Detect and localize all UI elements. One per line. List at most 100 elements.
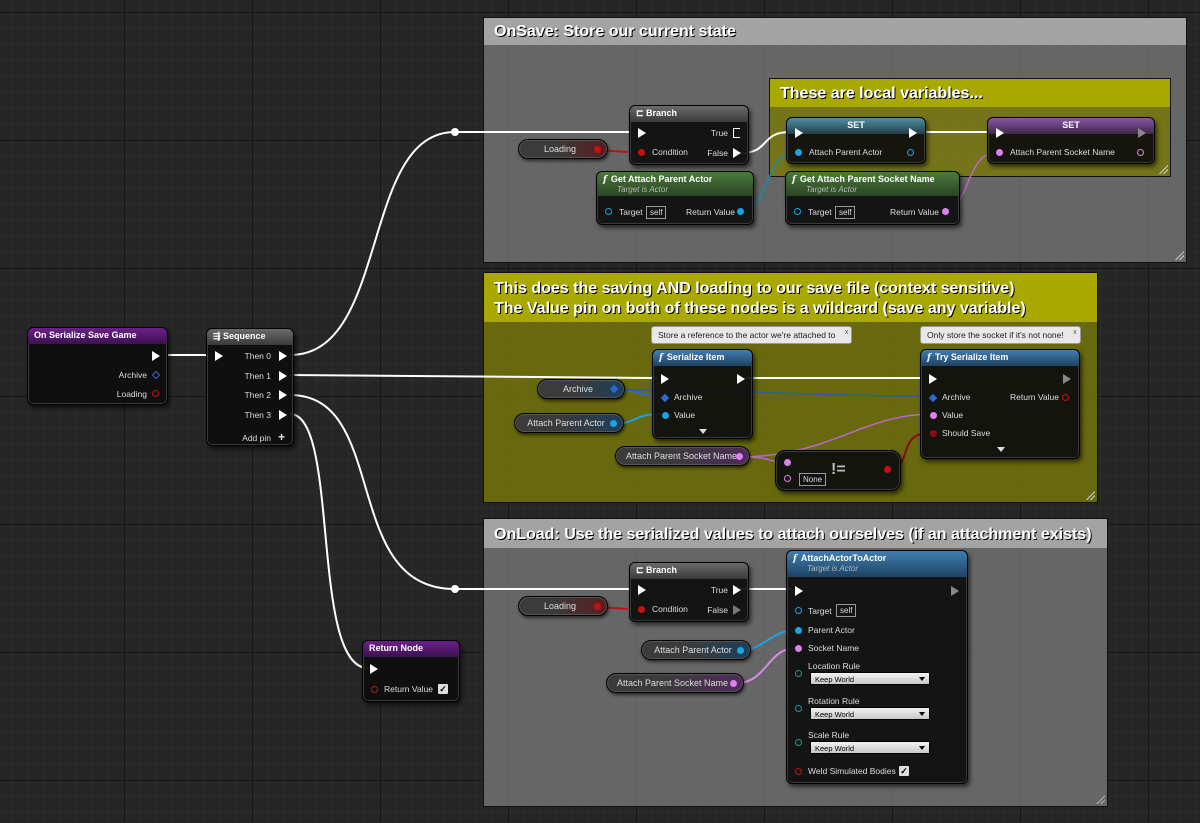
archive-pin[interactable] xyxy=(928,393,938,403)
loading-variable-top[interactable]: Loading xyxy=(518,139,608,159)
attach-parent-socket-name-variable-bottom[interactable]: Attach Parent Socket Name xyxy=(606,673,744,693)
attach-parent-socket-name-out-pin[interactable] xyxy=(1137,149,1144,156)
expand-arrow-icon[interactable] xyxy=(997,447,1005,452)
exec-in-pin[interactable] xyxy=(370,664,378,674)
attach-parent-socket-name-variable[interactable]: Attach Parent Socket Name xyxy=(615,446,750,466)
exec-out-pin[interactable] xyxy=(1138,128,1146,138)
target-pin[interactable] xyxy=(795,607,802,614)
actor-out-pin[interactable] xyxy=(610,420,617,427)
exec-in-pin[interactable] xyxy=(996,128,1004,138)
should-save-pin[interactable] xyxy=(930,430,937,437)
parent-actor-pin[interactable] xyxy=(795,627,802,634)
condition-label: Condition xyxy=(652,604,688,614)
exec-out-pin[interactable] xyxy=(1063,374,1071,384)
branch-node-bottom[interactable]: ⊏ Branch True Condition False xyxy=(629,562,749,622)
comment-bubble-serialize-item[interactable]: Store a reference to the actor we're att… xyxy=(651,326,853,344)
socket-name-out-pin[interactable] xyxy=(730,680,737,687)
target-pin[interactable] xyxy=(794,208,801,215)
location-rule-pin[interactable] xyxy=(795,670,802,677)
actor-out-pin[interactable] xyxy=(737,647,744,654)
loading-pin[interactable] xyxy=(152,390,159,397)
archive-pin[interactable] xyxy=(660,393,670,403)
scale-rule-pin[interactable] xyxy=(795,739,802,746)
add-pin-button[interactable]: Add pin xyxy=(242,433,271,443)
plus-icon[interactable]: + xyxy=(278,430,286,444)
then-2-pin[interactable] xyxy=(279,390,287,400)
attach-parent-actor-variable[interactable]: Attach Parent Actor xyxy=(514,413,624,433)
return-value-pin[interactable] xyxy=(942,208,949,215)
comment-title: This does the saving AND loading to our … xyxy=(484,273,1097,322)
archive-variable[interactable]: Archive xyxy=(537,379,625,399)
exec-in-pin[interactable] xyxy=(929,374,937,384)
bubble-close-icon[interactable]: x xyxy=(1073,329,1077,336)
then-3-pin[interactable] xyxy=(279,410,287,420)
not-equal-node[interactable]: None != xyxy=(775,450,901,491)
bubble-close-icon[interactable]: x xyxy=(844,329,849,336)
exec-in-pin[interactable] xyxy=(795,128,803,138)
result-pin[interactable] xyxy=(884,466,891,473)
then-0-pin[interactable] xyxy=(279,351,287,361)
a-pin[interactable] xyxy=(784,459,791,466)
scale-rule-dropdown[interactable]: Keep World xyxy=(810,741,930,754)
false-pin[interactable] xyxy=(733,148,741,158)
value-pin[interactable] xyxy=(930,412,937,419)
weld-checkbox[interactable]: ✓ xyxy=(899,766,909,776)
target-pin[interactable] xyxy=(605,208,612,215)
location-rule-dropdown[interactable]: Keep World xyxy=(810,672,930,685)
set-attach-parent-actor-node[interactable]: SET Attach Parent Actor xyxy=(786,117,926,164)
condition-pin[interactable] xyxy=(638,149,645,156)
comment-bubble-try-serialize-item[interactable]: Only store the socket if it's not none!x xyxy=(920,326,1081,344)
condition-pin[interactable] xyxy=(638,606,645,613)
expand-arrow-icon[interactable] xyxy=(699,429,707,434)
exec-out-pin[interactable] xyxy=(737,374,745,384)
true-pin[interactable] xyxy=(733,128,741,138)
exec-in-pin[interactable] xyxy=(638,128,646,138)
return-value-checkbox[interactable]: ✓ xyxy=(438,684,448,694)
then-1-pin[interactable] xyxy=(279,371,287,381)
dropdown-arrow-icon xyxy=(919,677,925,681)
b-pin[interactable] xyxy=(784,475,791,482)
resize-handle[interactable] xyxy=(1158,164,1168,174)
attach-parent-socket-name-in-pin[interactable] xyxy=(996,149,1003,156)
weld-pin[interactable] xyxy=(795,768,802,775)
exec-in-pin[interactable] xyxy=(661,374,669,384)
exec-in-pin[interactable] xyxy=(215,351,223,361)
loading-out-pin[interactable] xyxy=(594,146,601,153)
rotation-rule-pin[interactable] xyxy=(795,705,802,712)
exec-in-pin[interactable] xyxy=(638,585,646,595)
socket-name-out-pin[interactable] xyxy=(736,453,743,460)
false-pin[interactable] xyxy=(733,605,741,615)
return-value-pin[interactable] xyxy=(371,686,378,693)
none-value-box[interactable]: None xyxy=(799,473,827,486)
attach-parent-actor-out-pin[interactable] xyxy=(907,149,914,156)
branch-node-top[interactable]: ⊏ Branch True Condition False xyxy=(629,105,749,165)
true-pin[interactable] xyxy=(733,585,741,595)
return-node[interactable]: Return Node Return Value ✓ xyxy=(362,640,460,702)
resize-handle[interactable] xyxy=(1095,794,1105,804)
socket-name-pin[interactable] xyxy=(795,645,802,652)
return-value-pin[interactable] xyxy=(1062,394,1069,401)
attach-parent-actor-variable-bottom[interactable]: Attach Parent Actor xyxy=(641,640,751,660)
archive-out-pin[interactable] xyxy=(609,384,619,394)
loading-out-pin[interactable] xyxy=(594,603,601,610)
return-value-pin[interactable] xyxy=(737,208,744,215)
archive-pin[interactable] xyxy=(151,370,161,380)
exec-out-pin[interactable] xyxy=(909,128,917,138)
resize-handle[interactable] xyxy=(1085,490,1095,500)
exec-in-pin[interactable] xyxy=(795,586,803,596)
exec-out-pin[interactable] xyxy=(152,351,160,361)
loading-variable-bottom[interactable]: Loading xyxy=(518,596,608,616)
resize-handle[interactable] xyxy=(1174,250,1184,260)
sequence-node[interactable]: ⇶ Sequence Then 0 Then 1 Then 2 Then 3 A… xyxy=(206,328,294,446)
on-serialize-save-game-node[interactable]: On Serialize Save Game Archive Loading xyxy=(27,327,168,405)
set-attach-parent-socket-name-node[interactable]: SET Attach Parent Socket Name xyxy=(987,117,1155,164)
exec-out-pin[interactable] xyxy=(951,586,959,596)
attach-parent-actor-in-pin[interactable] xyxy=(795,149,802,156)
value-pin[interactable] xyxy=(662,412,669,419)
rotation-rule-dropdown[interactable]: Keep World xyxy=(810,707,930,720)
